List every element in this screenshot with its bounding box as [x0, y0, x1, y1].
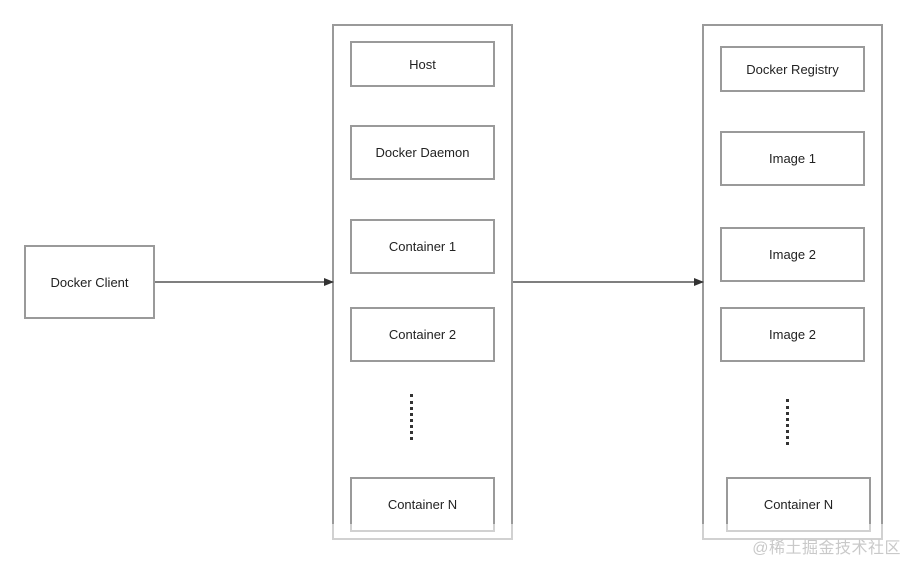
- docker-daemon-node: Docker Daemon: [350, 125, 495, 180]
- docker-client-label: Docker Client: [50, 274, 129, 290]
- container-n-node: Container N: [350, 477, 495, 532]
- docker-registry-node: Docker Registry: [720, 46, 865, 92]
- registry-ellipsis-dots: [786, 399, 792, 445]
- docker-registry-label: Docker Registry: [746, 61, 839, 77]
- image-2b-node: Image 2: [720, 307, 865, 362]
- docker-daemon-label: Docker Daemon: [375, 145, 470, 160]
- image-1-label: Image 1: [769, 151, 816, 166]
- host-ellipsis-dots: [410, 394, 416, 440]
- image-2-label: Image 2: [769, 247, 816, 262]
- watermark-text: @稀土掘金技术社区: [752, 540, 901, 557]
- image-2b-label: Image 2: [769, 327, 816, 342]
- image-1-node: Image 1: [720, 131, 865, 186]
- image-2-node: Image 2: [720, 227, 865, 282]
- host-node: Host: [350, 41, 495, 87]
- bottom-fade-strip: [332, 524, 892, 542]
- container-2-node: Container 2: [350, 307, 495, 362]
- container-1-node: Container 1: [350, 219, 495, 274]
- container-2-label: Container 2: [388, 327, 457, 342]
- registry-container-n-label: Container N: [763, 497, 834, 512]
- container-n-label: Container N: [387, 497, 458, 512]
- docker-client-node: Docker Client: [24, 245, 155, 319]
- registry-container-n-node: Container N: [726, 477, 871, 532]
- container-1-label: Container 1: [388, 239, 457, 254]
- host-label: Host: [409, 56, 436, 72]
